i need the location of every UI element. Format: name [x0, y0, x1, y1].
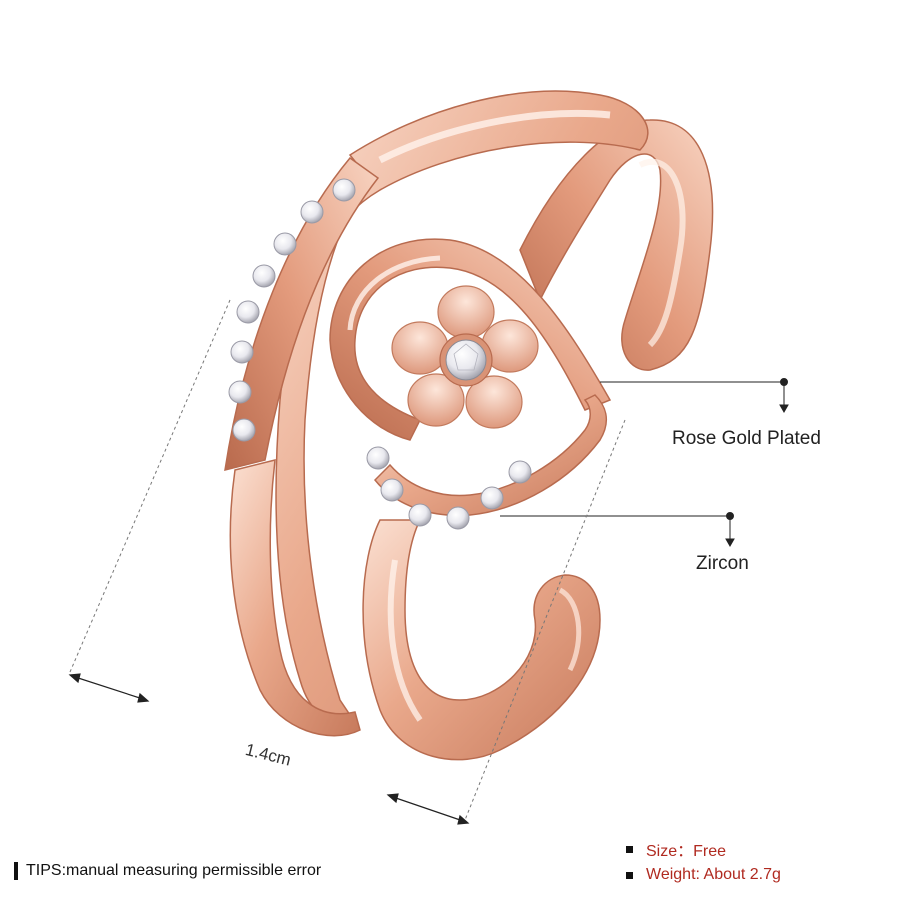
ring-front-band: [362, 519, 601, 761]
spec-list: Size：Free Weight: About 2.7g: [626, 836, 781, 888]
spec-text: Size：Free: [646, 843, 727, 860]
ring-heart-swirl: [329, 238, 612, 441]
callout-label-zircon: Zircon: [696, 553, 749, 574]
tips-text: TIPS:manual measuring permissible error: [26, 862, 322, 879]
callout-label-plated: Rose Gold Plated: [672, 428, 821, 449]
dimension-arrows: [68, 673, 470, 825]
spec-text: Weight: About 2.7g: [646, 866, 781, 883]
callout-zircon-line: [500, 512, 735, 548]
ring-pave-strip: [224, 156, 380, 472]
pave-stones-upper: [228, 178, 356, 442]
ring-outer-band: [275, 90, 649, 720]
tips-note: TIPS:manual measuring permissible error: [14, 862, 321, 880]
spec-item-size: Size：Free: [626, 836, 781, 862]
pave-stones-lower: [366, 446, 532, 530]
ring-back-band: [519, 119, 714, 371]
spec-item-weight: Weight: About 2.7g: [626, 862, 781, 888]
tips-bar: [14, 862, 18, 880]
dimension-guides: [69, 299, 626, 821]
bullet-icon: [626, 845, 633, 853]
callout-plated-line: [600, 378, 789, 414]
flower-motif: [391, 285, 539, 429]
bullet-icon: [626, 871, 633, 879]
